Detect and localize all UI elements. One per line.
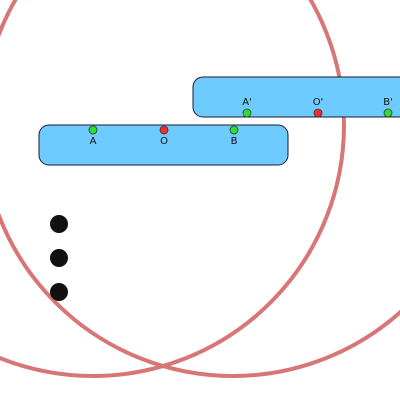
point-b-prime[interactable] <box>383 108 393 118</box>
label-a-prime: A' <box>242 97 252 108</box>
menu-dot-3[interactable] <box>50 283 68 301</box>
point-b[interactable] <box>229 125 239 135</box>
label-o: O <box>160 136 168 147</box>
circle-left <box>0 0 346 378</box>
label-b-prime: B' <box>383 97 393 108</box>
menu-dot-2[interactable] <box>50 249 68 267</box>
label-b: B <box>231 136 238 147</box>
menu-dot-1[interactable] <box>50 215 68 233</box>
vertical-ellipsis-icon[interactable] <box>50 215 68 301</box>
point-o-prime[interactable] <box>313 108 323 118</box>
point-a[interactable] <box>88 125 98 135</box>
point-a-prime[interactable] <box>242 108 252 118</box>
bar-a-prime-b-prime[interactable] <box>192 76 400 118</box>
label-o-prime: O' <box>313 97 324 108</box>
label-a: A <box>90 136 97 147</box>
segment-ab[interactable]: A O B <box>38 124 289 166</box>
segment-a-prime-b-prime[interactable]: A' O' B' <box>192 76 400 118</box>
circle-right <box>0 0 400 378</box>
point-o[interactable] <box>159 125 169 135</box>
bar-ab[interactable] <box>38 124 289 166</box>
